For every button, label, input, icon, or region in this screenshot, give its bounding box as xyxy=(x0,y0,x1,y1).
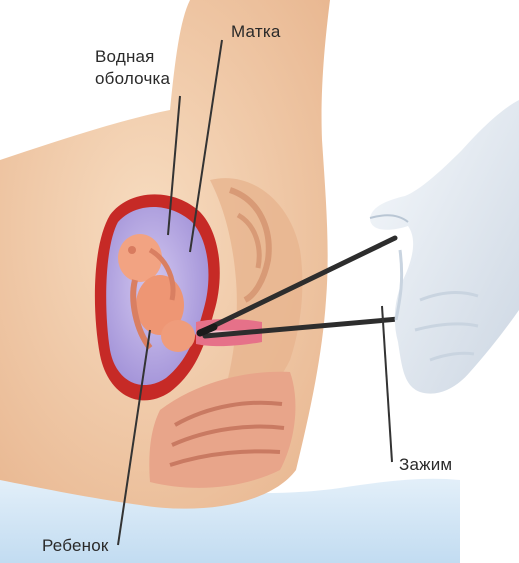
label-clamp: Зажим xyxy=(399,455,452,475)
label-baby: Ребенок xyxy=(42,536,109,556)
label-amniotic-membrane: Водная оболочка xyxy=(95,46,185,90)
label-uterus: Матка xyxy=(231,22,281,42)
gloved-hand xyxy=(370,100,519,394)
leader-clamp xyxy=(382,306,392,462)
